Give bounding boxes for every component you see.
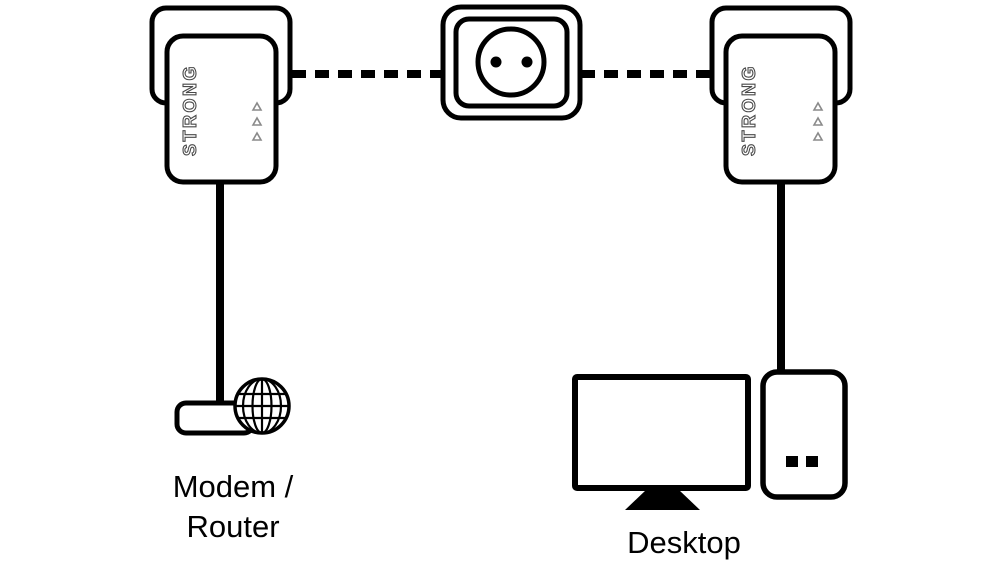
desktop-label: Desktop	[627, 525, 741, 560]
monitor-stand	[625, 490, 700, 510]
monitor-screen	[572, 374, 751, 491]
desktop-adapter	[760, 369, 848, 500]
led-indicators	[251, 101, 263, 141]
powerline-adapter-right: STRONG	[709, 5, 853, 185]
port-indicator-left	[786, 456, 798, 467]
led-indicators	[812, 101, 824, 141]
outlet-socket	[475, 26, 547, 98]
port-indicator-right	[806, 456, 818, 467]
power-outlet	[440, 4, 583, 121]
modem-router	[174, 377, 291, 436]
outlet-hole-right	[521, 56, 533, 68]
brand-text: STRONG	[180, 64, 200, 156]
brand-text: STRONG	[739, 64, 759, 156]
globe-icon	[233, 377, 291, 435]
modem-label-line2: Router	[186, 509, 279, 544]
desktop-adapter-body	[760, 369, 848, 500]
modem-label-line1: Modem /	[173, 469, 294, 504]
desktop-monitor	[572, 374, 751, 510]
powerline-adapter-left: STRONG	[149, 5, 293, 185]
modem-router-label: Modem / Router	[173, 469, 294, 544]
outlet-hole-left	[490, 56, 502, 68]
